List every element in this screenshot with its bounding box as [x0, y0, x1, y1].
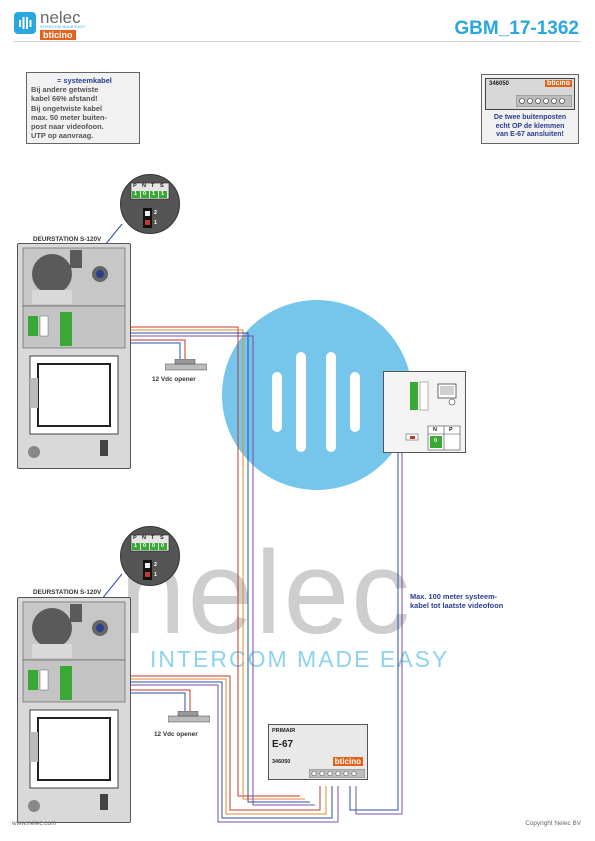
dip-switch-callout-top: P N T S 1 0 1 1 2 1 [120, 174, 180, 234]
dip-switch-diagram [130, 534, 170, 580]
watermark-logo-glyph [272, 352, 360, 452]
max-distance-note: Max. 100 meter systeem- kabel tot laatst… [410, 592, 503, 610]
door-opener-top [164, 358, 208, 376]
power-supply-logo: bticino [332, 757, 363, 766]
door-station-drawing [22, 601, 126, 812]
watermark-logo-circle [222, 300, 412, 490]
module-note-box: 346050 bticino De twee buitenposten echt… [481, 74, 579, 144]
dip-header: N [142, 183, 146, 189]
legend-line: Bij andere getwiste [31, 85, 99, 95]
dip-value: 1 [152, 191, 156, 197]
door-station-bottom [17, 597, 131, 823]
cable-bottom-blue [82, 681, 333, 819]
opener-label: 12 Vdc opener [152, 376, 196, 383]
switch-label: 2 [154, 562, 158, 568]
module-warning-line: van E-67 aansluiten! [496, 131, 564, 138]
logo-tagline: INTERCOM MADE EASY [40, 25, 86, 29]
power-supply-number: 346050 [272, 759, 291, 765]
dip-header: P [133, 535, 137, 541]
legend-line: Bij ongetwiste kabel [31, 103, 103, 113]
door-station-title: DEURSTATION S-120V [33, 589, 102, 596]
np-header: P [449, 427, 453, 433]
dip-switch-diagram [130, 182, 170, 228]
primary-label: PRIMAIR [272, 728, 296, 734]
dip-header: T [151, 535, 155, 541]
footer-copyright: Copyright Nelec BV [525, 820, 581, 827]
cable-bottom-purple [82, 684, 339, 823]
door-station-top [17, 243, 131, 469]
legend-note-box: = systeemkabel Bij andere getwiste kabel… [26, 72, 140, 145]
np-value: 0 [434, 438, 438, 444]
logo-wordmark: nelec [40, 8, 81, 27]
dip-header: P [133, 183, 137, 189]
cable-top-orange [82, 329, 305, 800]
dip-value: 1 [134, 543, 138, 549]
dip-value: 1 [161, 191, 165, 197]
door-opener-bottom [167, 710, 211, 728]
dip-value: 0 [143, 543, 147, 549]
monitor-drawing [405, 381, 461, 451]
legend-line: kabel 66% afstand! [31, 94, 98, 104]
module-number: 346050 [489, 81, 510, 87]
legend-line: max. 50 meter buiten- [31, 112, 107, 122]
nelec-logo-icon [14, 12, 36, 34]
dip-value: 1 [134, 191, 138, 197]
np-header: N [433, 427, 437, 433]
door-station-drawing [22, 247, 126, 458]
module-warning-line: De twee buitenposten [493, 114, 567, 121]
door-opener-icon [164, 358, 208, 371]
power-supply-e67: PRIMAIR E-67 346050 bticino [268, 724, 368, 780]
bticino-logo: bticino [40, 30, 76, 40]
switch-label: 1 [154, 572, 158, 578]
cable-bottom-red [82, 675, 321, 811]
cable-top-red [82, 326, 300, 797]
dip-header: T [151, 183, 155, 189]
legend-line: UTP op aanvraag. [31, 131, 94, 141]
opener-label: 12 Vdc opener [154, 731, 198, 738]
dip-header: N [142, 535, 146, 541]
switch-label: 1 [154, 220, 158, 226]
header-divider [14, 41, 581, 42]
module-warning: De twee buitenposten echt OP de klemmen … [485, 114, 575, 140]
door-opener-icon [167, 710, 211, 723]
module-terminals [516, 95, 572, 107]
footer-website: www.nelec.com [12, 820, 57, 827]
max-note-line: Max. 100 meter systeem- [410, 592, 498, 601]
dip-header: S [160, 535, 164, 541]
max-note-line: kabel tot laatste videofoon [410, 601, 504, 610]
legend-line: post naar videofoon. [31, 122, 104, 132]
dip-value: 0 [143, 191, 147, 197]
switch-label: 2 [154, 210, 158, 216]
legend-label: = systeemkabel [57, 76, 112, 85]
power-supply-terminals [309, 769, 365, 778]
module-strip: 346050 bticino [485, 78, 575, 110]
power-supply-name: E-67 [272, 739, 294, 750]
document-number: GBM_17-1362 [454, 18, 579, 39]
cable-top-blue [82, 332, 310, 803]
dip-value: 0 [152, 543, 156, 549]
module-warning-line: echt OP de klemmen [495, 122, 565, 130]
door-station-title: DEURSTATION S-120V [33, 236, 102, 243]
dip-header: S [160, 183, 164, 189]
cable-bottom-orange [82, 678, 327, 815]
dip-value: 0 [161, 543, 165, 549]
dip-switch-callout-bottom: P N T S 1 0 0 0 2 1 [120, 526, 180, 586]
module-logo: bticino [545, 80, 572, 87]
cable-top-purple [82, 335, 315, 806]
video-monitor-panel: N P 0 [383, 371, 466, 453]
